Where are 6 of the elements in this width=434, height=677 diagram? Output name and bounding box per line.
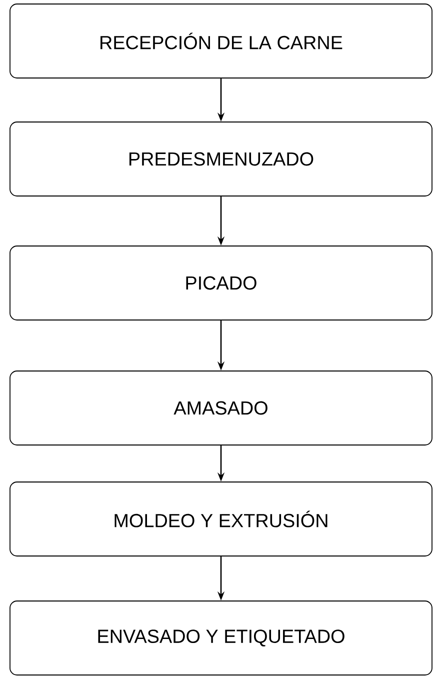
process-box: MOLDEO Y EXTRUSIÓN [10,482,432,556]
process-box: PREDESMENUZADO [10,122,432,196]
process-box: RECEPCIÓN DE LA CARNE [10,4,432,78]
process-box: ENVASADO Y ETIQUETADO [10,600,432,676]
process-box: AMASADO [10,370,432,446]
process-box: PICADO [10,246,432,320]
